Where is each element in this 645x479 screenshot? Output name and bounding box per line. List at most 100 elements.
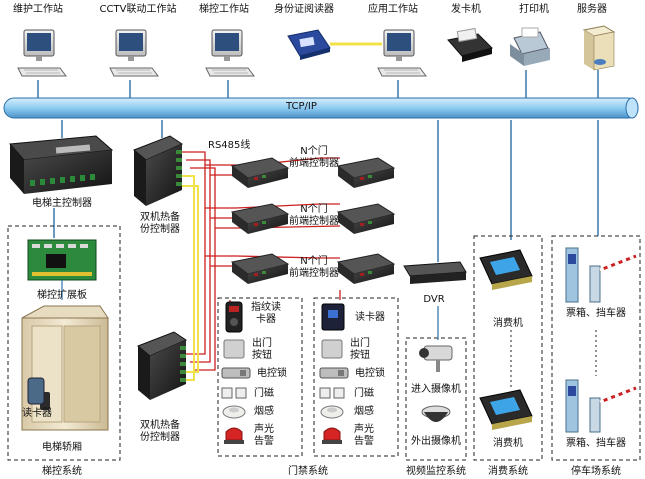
card-issuer-label: 发卡机 — [451, 4, 481, 15]
card-issuer-icon[interactable] — [447, 27, 493, 62]
network-links — [37, 70, 599, 262]
elevator-card-reader-icon[interactable] — [27, 377, 45, 405]
pos-terminal-1-icon[interactable] — [479, 249, 533, 290]
exit-button-left-icon[interactable] — [223, 339, 245, 359]
front-end-controller-1b-icon[interactable] — [337, 157, 395, 189]
lock-left-label: 电控锁 — [257, 368, 287, 379]
id-reader-icon[interactable] — [287, 29, 331, 60]
front-end-controller-3b-icon[interactable] — [337, 253, 395, 285]
door-magnet-right-icon[interactable] — [319, 387, 345, 399]
server-icon[interactable] — [582, 25, 616, 71]
video-system-box — [405, 337, 467, 461]
front-end-2-line1: N个门 — [300, 204, 328, 215]
exit-button-left-label-1: 出门 — [252, 338, 272, 349]
dual-backup-controller-2-icon[interactable] — [137, 331, 188, 400]
maintenance-workstation-icon[interactable] — [17, 29, 67, 77]
exit-button-right-label-1: 出门 — [350, 338, 370, 349]
dual-backup-controller-1-icon[interactable] — [133, 135, 184, 206]
front-end-1-line2: 前端控制器 — [289, 158, 339, 169]
exit-camera-icon[interactable] — [421, 405, 451, 422]
elevator-main-controller-label: 电梯主控制器 — [32, 198, 92, 209]
printer-label: 打印机 — [519, 4, 549, 15]
card-reader-right-icon[interactable] — [321, 303, 345, 331]
parking-gate-1-label: 票箱、挡车器 — [566, 308, 626, 319]
cctv-workstation-icon[interactable] — [109, 29, 159, 77]
exit-button-right-icon[interactable] — [321, 339, 343, 359]
elevator-expansion-board-icon[interactable] — [27, 239, 97, 281]
magnet-right-label: 门磁 — [354, 388, 374, 399]
electric-lock-left-icon[interactable] — [221, 367, 251, 379]
access-system-title: 门禁系统 — [288, 466, 328, 477]
sound-light-alarm-right-icon[interactable] — [322, 427, 342, 444]
application-workstation-icon[interactable] — [377, 29, 427, 77]
sound-light-alarm-left-icon[interactable] — [224, 427, 244, 444]
entry-camera-icon[interactable] — [419, 345, 453, 372]
pos-2-label: 消费机 — [493, 438, 523, 449]
smoke-detector-left-icon[interactable] — [222, 405, 246, 419]
door-magnet-left-icon[interactable] — [221, 387, 247, 399]
magnet-left-label: 门磁 — [254, 388, 274, 399]
maintenance-workstation-label: 维护工作站 — [13, 4, 63, 15]
exit-button-right-label-2: 按钮 — [350, 350, 370, 361]
front-end-controller-1a-icon[interactable] — [231, 157, 289, 189]
alarm-right-label-2: 告警 — [354, 436, 374, 447]
expansion-board-label: 梯控扩展板 — [37, 290, 87, 301]
lock-right-label: 电控锁 — [355, 368, 385, 379]
parking-system-box — [551, 235, 641, 461]
printer-icon[interactable] — [510, 27, 550, 66]
server-label: 服务器 — [577, 4, 607, 15]
dual-backup-1-line2: 份控制器 — [140, 224, 180, 235]
card-reader-right-label: 读卡器 — [355, 312, 385, 323]
elevator-workstation-label: 梯控工作站 — [199, 4, 249, 15]
front-end-3-line1: N个门 — [300, 256, 328, 267]
front-end-3-line2: 前端控制器 — [289, 268, 339, 279]
front-end-2-line2: 前端控制器 — [289, 216, 339, 227]
dual-backup-1-line1: 双机热备 — [140, 212, 180, 223]
id-reader-label: 身份证阅读器 — [274, 4, 334, 15]
dvr-label: DVR — [423, 294, 445, 305]
smoke-detector-right-icon[interactable] — [320, 405, 344, 419]
alarm-left-label-2: 告警 — [254, 436, 274, 447]
elevator-system-title: 梯控系统 — [42, 466, 82, 477]
parking-gate-1-icon[interactable] — [565, 247, 637, 303]
exit-button-left-label-2: 按钮 — [252, 350, 272, 361]
bus-label: TCP/IP — [286, 101, 317, 112]
front-end-controller-2a-icon[interactable] — [231, 203, 289, 235]
front-end-controller-2b-icon[interactable] — [337, 203, 395, 235]
application-workstation-label: 应用工作站 — [368, 4, 418, 15]
front-end-controller-3a-icon[interactable] — [231, 253, 289, 285]
elevator-workstation-icon[interactable] — [205, 29, 255, 77]
alarm-left-label-1: 声光 — [254, 424, 274, 435]
access-right-box — [313, 297, 399, 457]
exit-camera-label: 外出摄像机 — [411, 436, 461, 447]
fingerprint-reader-label-2: 卡器 — [256, 314, 276, 325]
dual-backup-2-line2: 份控制器 — [140, 432, 180, 443]
parking-system-title: 停车场系统 — [571, 466, 621, 477]
elevator-car-icon[interactable] — [21, 305, 109, 431]
elevator-card-reader-label: 读卡器 — [22, 408, 52, 419]
elevator-system-box — [7, 225, 121, 461]
front-end-1-line1: N个门 — [300, 146, 328, 157]
elevator-main-controller-icon[interactable] — [8, 135, 114, 194]
electric-lock-right-icon[interactable] — [319, 367, 349, 379]
fingerprint-reader-label-1: 指纹读 — [251, 302, 281, 313]
parking-gate-2-label: 票箱、挡车器 — [566, 438, 626, 449]
tcp-ip-bus — [3, 97, 639, 119]
access-left-box — [217, 297, 303, 457]
smoke-right-label: 烟感 — [354, 406, 374, 417]
rs485-label: RS485线 — [208, 140, 251, 151]
fingerprint-reader-icon[interactable] — [225, 301, 243, 333]
pos-1-label: 消费机 — [493, 318, 523, 329]
cctv-workstation-label: CCTV联动工作站 — [99, 4, 177, 15]
alarm-right-label-1: 声光 — [354, 424, 374, 435]
video-system-title: 视频监控系统 — [406, 466, 466, 477]
entry-camera-label: 进入摄像机 — [411, 384, 461, 395]
dvr-icon[interactable] — [403, 261, 467, 284]
consumption-system-box — [473, 235, 543, 461]
consumption-system-title: 消费系统 — [488, 466, 528, 477]
pos-terminal-2-icon[interactable] — [479, 389, 533, 430]
parking-gate-2-icon[interactable] — [565, 379, 637, 433]
dual-backup-2-line1: 双机热备 — [140, 420, 180, 431]
smoke-left-label: 烟感 — [254, 406, 274, 417]
